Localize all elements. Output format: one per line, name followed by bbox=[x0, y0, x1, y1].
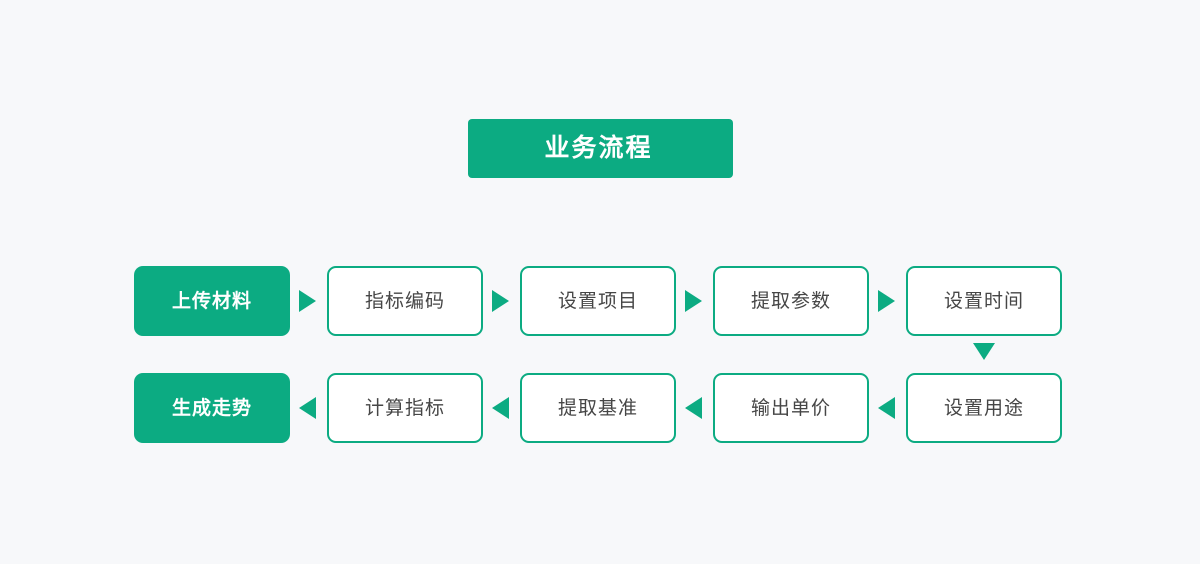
flow-node-extract-parameters[interactable]: 提取参数 bbox=[713, 266, 869, 336]
flow-node-set-purpose[interactable]: 设置用途 bbox=[906, 373, 1062, 443]
flow-node-set-time[interactable]: 设置时间 bbox=[906, 266, 1062, 336]
flow-node-upload-materials[interactable]: 上传材料 bbox=[134, 266, 290, 336]
flowchart-title-text: 业务流程 bbox=[544, 134, 653, 162]
flow-node-label: 上传材料 bbox=[171, 290, 252, 312]
flow-node-indicator-coding[interactable]: 指标编码 bbox=[327, 266, 483, 336]
flow-node-label: 提取基准 bbox=[557, 397, 638, 419]
arrow-left-icon bbox=[878, 397, 895, 419]
flow-node-label: 输出单价 bbox=[750, 397, 831, 419]
arrow-left-icon bbox=[299, 397, 316, 419]
flow-node-calculate-indicators[interactable]: 计算指标 bbox=[327, 373, 483, 443]
arrow-right-icon bbox=[299, 290, 316, 312]
arrow-down-icon bbox=[973, 343, 995, 360]
flow-node-output-unit-price[interactable]: 输出单价 bbox=[713, 373, 869, 443]
arrow-right-icon bbox=[685, 290, 702, 312]
flow-node-label: 生成走势 bbox=[171, 397, 252, 419]
flow-node-extract-baseline[interactable]: 提取基准 bbox=[520, 373, 676, 443]
flow-node-generate-trend[interactable]: 生成走势 bbox=[134, 373, 290, 443]
flow-node-label: 设置时间 bbox=[943, 290, 1024, 312]
flow-node-label: 指标编码 bbox=[364, 290, 445, 312]
flow-node-set-project[interactable]: 设置项目 bbox=[520, 266, 676, 336]
arrow-right-icon bbox=[878, 290, 895, 312]
flow-node-label: 提取参数 bbox=[750, 290, 831, 312]
flow-node-label: 计算指标 bbox=[364, 397, 445, 419]
arrow-right-icon bbox=[492, 290, 509, 312]
arrow-left-icon bbox=[492, 397, 509, 419]
flowchart-title-banner: 业务流程 bbox=[468, 119, 733, 178]
flow-node-label: 设置项目 bbox=[557, 290, 638, 312]
arrow-left-icon bbox=[685, 397, 702, 419]
flow-node-label: 设置用途 bbox=[943, 397, 1024, 419]
